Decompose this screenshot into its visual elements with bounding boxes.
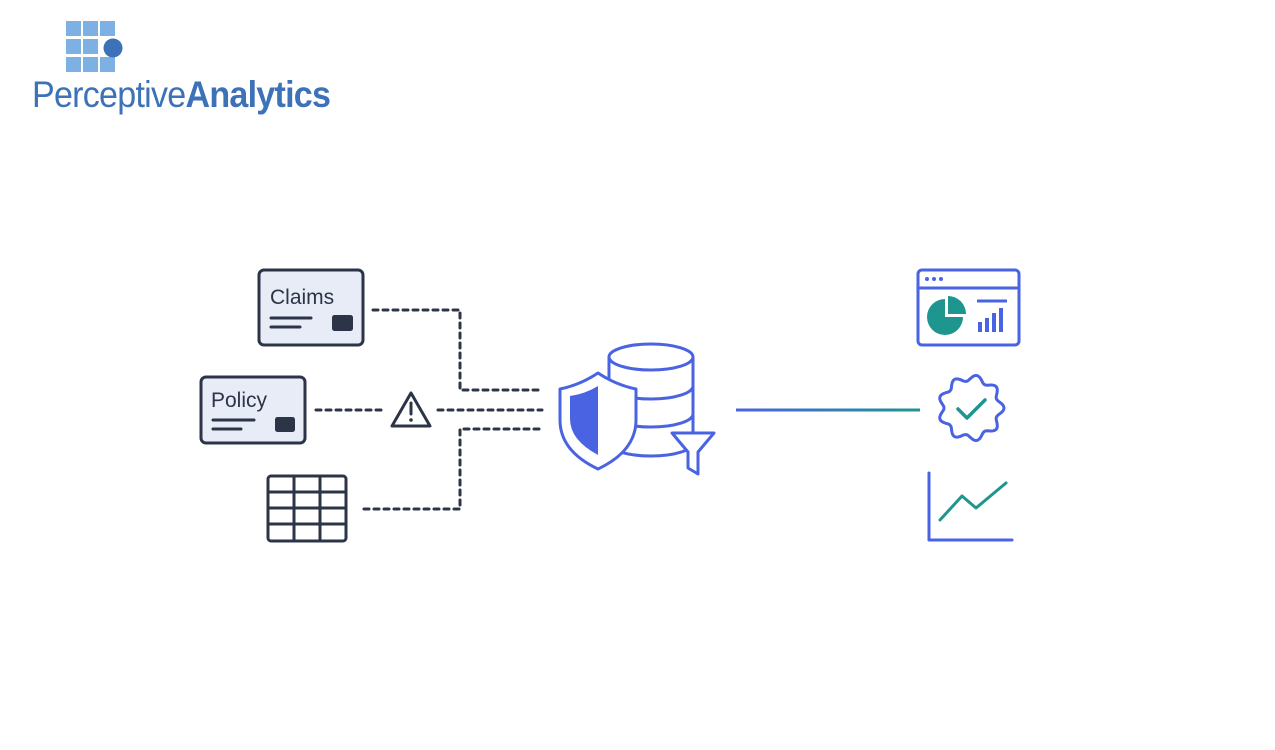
warning-triangle-icon	[390, 391, 432, 428]
trend-line-chart-icon	[927, 471, 1014, 542]
logo-grid-icon	[66, 21, 123, 72]
funnel-icon	[670, 431, 716, 476]
brand-name-light: Perceptive	[32, 74, 186, 115]
shield-icon	[558, 371, 638, 471]
connector-table	[362, 427, 544, 511]
dashboard-window-icon	[916, 268, 1021, 347]
brand-name-bold: Analytics	[185, 74, 331, 115]
source-claims-label: Claims	[270, 286, 334, 309]
brand-name: PerceptiveAnalytics	[32, 74, 331, 115]
source-policy-card: Policy	[199, 375, 307, 445]
verified-badge-icon	[938, 374, 1006, 442]
table-grid-icon	[266, 474, 348, 543]
source-connectors	[314, 308, 544, 511]
connector-claims	[371, 308, 544, 392]
hub-group	[558, 342, 716, 476]
source-policy-label: Policy	[211, 389, 268, 412]
source-claims-card: Claims	[257, 268, 365, 347]
brand-logo: PerceptiveAnalytics	[30, 18, 331, 128]
